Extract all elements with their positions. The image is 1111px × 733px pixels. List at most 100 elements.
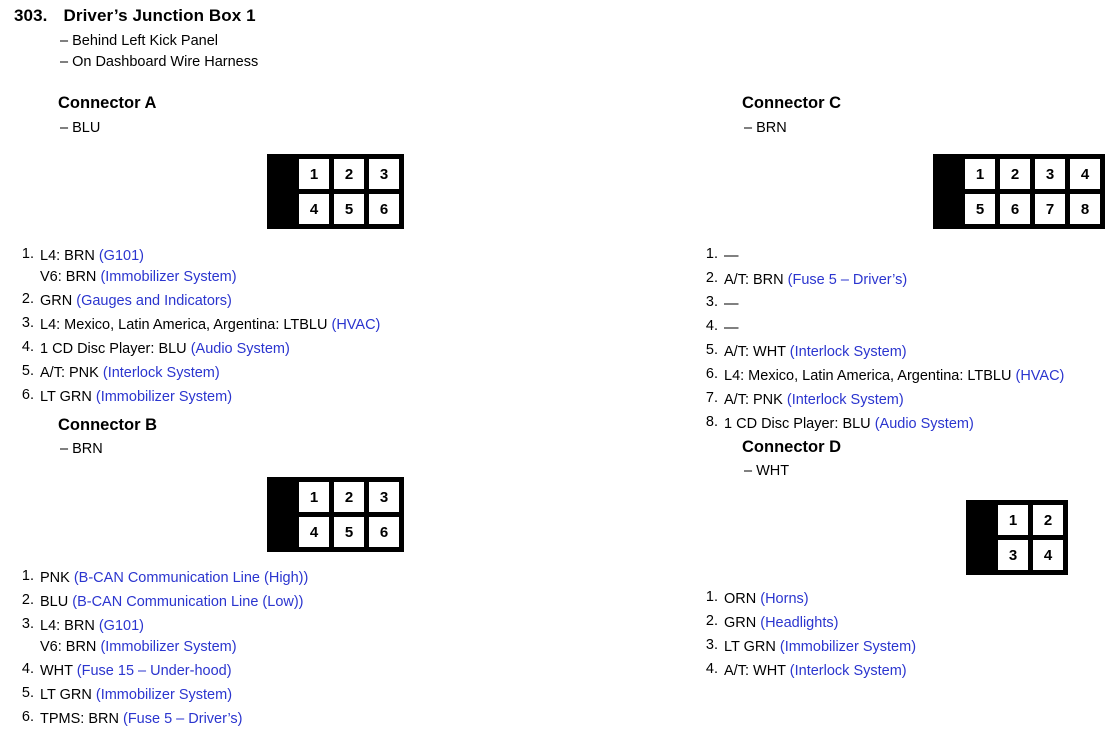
connector-d-keying-tab: [971, 505, 993, 570]
pin-line: V6: BRN (Immobilizer System): [40, 637, 308, 658]
pin-entry: 2. BLU (B-CAN Communication Line (Low)): [14, 592, 308, 613]
pin-line: PNK (B-CAN Communication Line (High)): [40, 568, 308, 589]
connector-b-color: – BRN: [60, 441, 103, 457]
pin-entry: 1. PNK (B-CAN Communication Line (High)): [14, 568, 308, 589]
pin-line: L4: Mexico, Latin America, Argentina: LT…: [724, 366, 1064, 387]
pin-line: —: [724, 318, 1064, 339]
page-title-text: Driver’s Junction Box 1: [63, 6, 256, 25]
pin-code: L4: BRN: [40, 618, 99, 635]
connector-d-pin-list: 1. ORN (Horns) 2. GRN (Headlights) 3. LT…: [698, 589, 916, 685]
pin-reference: (B-CAN Communication Line (Low)): [72, 594, 304, 611]
connector-c-keying-tab: [938, 159, 960, 224]
pin-cell: 3: [369, 482, 399, 512]
pin-index: 2.: [21, 291, 34, 308]
pin-reference: (Immobilizer System): [95, 687, 233, 704]
pin-reference: (Audio System): [874, 416, 974, 433]
pin-line: 1 CD Disc Player: BLU (Audio System): [40, 339, 380, 360]
pin-line: L4: Mexico, Latin America, Argentina: LT…: [40, 315, 380, 336]
pin-index: 4.: [21, 661, 34, 678]
connector-b-pin-list: 1. PNK (B-CAN Communication Line (High))…: [14, 568, 308, 733]
pin-cell: 6: [1000, 194, 1030, 224]
pin-index: 1.: [705, 589, 718, 605]
pin-line: WHT (Fuse 15 – Under-hood): [40, 661, 308, 682]
pin-index: 1.: [21, 246, 34, 262]
connector-b-heading: Connector B: [58, 416, 157, 434]
pin-cell: 4: [299, 194, 329, 224]
connector-b-pin-diagram: 1 2 3 4 5 6: [267, 477, 404, 552]
connector-a-pin-diagram: 1 2 3 4 5 6: [267, 154, 404, 229]
pin-reference: (Fuse 5 – Driver’s): [787, 272, 908, 289]
pin-entry: 6. L4: Mexico, Latin America, Argentina:…: [698, 366, 1064, 387]
pin-code: —: [724, 248, 739, 264]
connector-b-pin-grid: 1 2 3 4 5 6: [294, 482, 399, 547]
pin-entry: 1. L4: BRN (G101) V6: BRN (Immobilizer S…: [14, 246, 380, 288]
pin-code: LT GRN: [40, 687, 96, 704]
pin-line: A/T: PNK (Interlock System): [40, 363, 380, 384]
pin-entry: 5. A/T: WHT (Interlock System): [698, 342, 1064, 363]
pin-entry: 4. WHT (Fuse 15 – Under-hood): [14, 661, 308, 682]
pin-entry: 3. LT GRN (Immobilizer System): [698, 637, 916, 658]
pin-index: 1.: [21, 568, 34, 584]
connector-d-pin-diagram: 1 2 3 4: [966, 500, 1068, 575]
page-number: 303.: [14, 6, 48, 25]
pin-code: V6: BRN: [40, 269, 101, 286]
pin-cell: 8: [1070, 194, 1100, 224]
pin-index: 7.: [705, 390, 718, 407]
pin-cell: 1: [299, 482, 329, 512]
pin-entry: 3. L4: Mexico, Latin America, Argentina:…: [14, 315, 380, 336]
pin-index: 3.: [21, 315, 34, 332]
pin-reference: (HVAC): [331, 317, 381, 334]
pin-entry: 2. GRN (Headlights): [698, 613, 916, 634]
connector-d-color: – WHT: [744, 463, 790, 479]
connector-c-pin-diagram: 1 2 3 4 5 6 7 8: [933, 154, 1105, 229]
pin-code: GRN: [724, 615, 761, 632]
pin-code: ORN: [724, 591, 761, 607]
connector-c-pin-list: 1. — 2. A/T: BRN (Fuse 5 – Driver’s) 3. …: [698, 246, 1064, 438]
pin-cell: 6: [369, 517, 399, 547]
pin-code: LT GRN: [724, 639, 780, 656]
pin-reference: (Fuse 15 – Under-hood): [76, 663, 232, 680]
pin-reference: (Immobilizer System): [779, 639, 917, 656]
pin-cell: 6: [369, 194, 399, 224]
pin-code: L4: Mexico, Latin America, Argentina: LT…: [40, 317, 332, 334]
pin-reference: (Audio System): [190, 341, 290, 358]
connector-c-color: – BRN: [744, 120, 787, 136]
pin-line: A/T: BRN (Fuse 5 – Driver’s): [724, 270, 1064, 291]
pin-entry: 2. A/T: BRN (Fuse 5 – Driver’s): [698, 270, 1064, 291]
location-note-2: – On Dashboard Wire Harness: [60, 54, 259, 70]
connector-c-heading: Connector C: [742, 94, 841, 112]
connector-a-pin-list: 1. L4: BRN (G101) V6: BRN (Immobilizer S…: [14, 246, 380, 411]
connector-a-keying-tab: [272, 159, 294, 224]
pin-code: A/T: WHT: [724, 344, 790, 361]
pin-entry: 4. 1 CD Disc Player: BLU (Audio System): [14, 339, 380, 360]
pin-index: 3.: [21, 616, 34, 633]
pin-line: TPMS: BRN (Fuse 5 – Driver’s): [40, 709, 308, 730]
pin-line: 1 CD Disc Player: BLU (Audio System): [724, 414, 1064, 435]
pin-index: 2.: [21, 592, 34, 609]
pin-code: GRN: [40, 293, 77, 310]
pin-code: A/T: WHT: [724, 663, 790, 680]
pin-entry: 4. —: [698, 318, 1064, 339]
pin-index: 5.: [21, 685, 34, 702]
pin-reference: (G101): [98, 248, 144, 264]
pin-reference: (Interlock System): [786, 392, 904, 409]
pin-code: V6: BRN: [40, 639, 101, 656]
pin-entry: 6. LT GRN (Immobilizer System): [14, 387, 380, 408]
pin-entry: 5. LT GRN (Immobilizer System): [14, 685, 308, 706]
pin-code: LT GRN: [40, 389, 96, 406]
pin-entry: 5. A/T: PNK (Interlock System): [14, 363, 380, 384]
left-column: Connector A – BLU 1 2 3 4 5 6 1. L4: BRN…: [0, 0, 560, 727]
pin-line: LT GRN (Immobilizer System): [40, 685, 308, 706]
pin-index: 8.: [705, 414, 718, 431]
pin-code: PNK: [40, 570, 74, 586]
pin-index: 5.: [705, 342, 718, 359]
pin-index: 4.: [21, 339, 34, 356]
pin-line: A/T: PNK (Interlock System): [724, 390, 1064, 411]
pin-index: 4.: [705, 661, 718, 678]
pin-code: 1 CD Disc Player: BLU: [724, 416, 875, 433]
pin-cell: 5: [965, 194, 995, 224]
pin-code: L4: Mexico, Latin America, Argentina: LT…: [724, 368, 1016, 385]
pin-entry: 3. L4: BRN (G101) V6: BRN (Immobilizer S…: [14, 616, 308, 658]
pin-index: 2.: [705, 270, 718, 287]
pin-reference: (Horns): [760, 591, 809, 607]
